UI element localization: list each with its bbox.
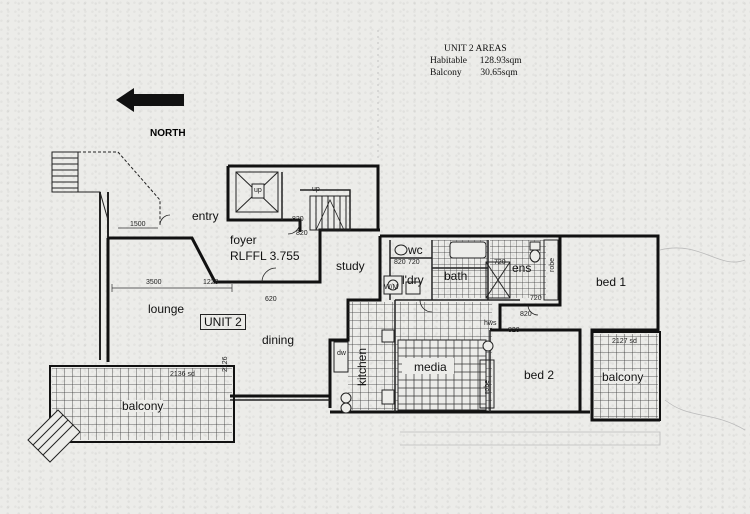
door-swings [159,214,539,316]
rlffl-label: RLFFL 3.755 [230,249,300,263]
dim-label: 820 [296,230,308,237]
media-room-floor [397,339,487,411]
dim-label: 820 [520,311,532,318]
room-kitchen: kitchen [355,347,369,386]
room-wc: wc [408,243,423,257]
balcony-label: Balcony [430,68,462,78]
room-entry: entry [192,209,219,223]
dim-label: 620 [265,296,277,303]
room-laundry: l'dry [402,273,424,287]
dim-label: robe [484,379,491,394]
room-study: study [336,259,365,273]
north-label: NORTH [150,128,186,139]
room-foyer: foyer [230,233,257,247]
dim-label: 720 [530,295,542,302]
lift-icon [235,171,279,213]
dim-label: robe [549,257,556,272]
dim-label: dw [337,350,346,357]
dim-label: 820 [292,216,304,223]
dim-label: up [254,187,262,194]
wc-fixture-icon [394,241,541,263]
room-balcony-right: balcony [602,370,644,384]
dim-label: hws [484,320,497,327]
areas-table: UNIT 2 AREAS Habitable 128.93sqm Balcony… [430,43,522,79]
room-media: media [414,360,447,374]
habitable-label: Habitable [430,56,467,66]
balcony-right-outline [591,331,661,421]
boundary-sketch [377,30,746,446]
dim-label: 2126 [222,356,229,372]
balcony-left-outline [49,365,235,443]
dim-label: 720 [494,259,506,266]
areas-habitable: Habitable 128.93sqm [430,55,522,67]
habitable-value: 128.93sqm [479,56,522,66]
room-dining: dining [262,333,295,347]
dim-label: 1500 [130,221,146,228]
areas-balcony: Balcony 30.65sqm [430,67,522,79]
dim-label: 1220 [203,279,219,286]
room-balcony-left: balcony [122,399,164,413]
media-label-bg [402,358,454,374]
dim-label: 820 [508,327,520,334]
bathtub-icon [449,241,487,259]
robe-icons [479,239,559,409]
balcony-value: 30.65sqm [480,68,518,78]
room-ens: ens [512,261,532,275]
shower-icon [485,261,511,299]
room-bed1: bed 1 [596,275,627,289]
areas-title: UNIT 2 AREAS [444,44,507,54]
dim-label: 3500 [146,279,162,286]
dim-label: W/M [384,284,399,291]
unit-label: UNIT 2 [200,314,246,330]
balcony-left-stair-icon [27,409,81,463]
laundry-fixture-icon [383,275,421,295]
dim-label: 820 [394,259,406,266]
north-arrow-icon [116,88,184,112]
room-bath: bath [444,269,468,283]
dimension-lines [111,227,233,292]
sink-icon [333,329,494,414]
dim-label: 720 [408,259,420,266]
dim-label: 2127 sd [612,338,637,345]
room-bed2: bed 2 [524,368,555,382]
dim-label: up [312,186,320,193]
stair-top-left [51,151,161,360]
internal-stair-icon [309,195,351,231]
room-lounge: lounge [148,302,185,316]
dim-label: 2136 sd [170,371,195,378]
